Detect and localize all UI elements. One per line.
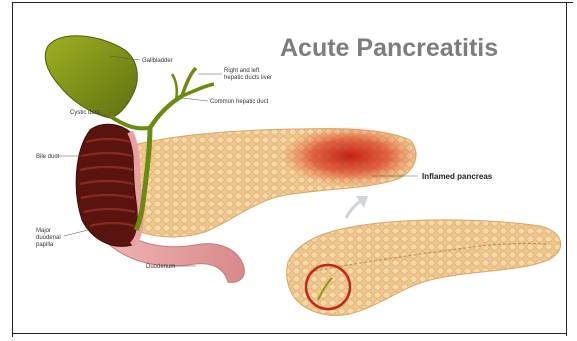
gallbladder	[45, 36, 137, 118]
label-bile-duct: Bile duct	[36, 154, 59, 160]
common-hepatic-duct	[150, 96, 182, 128]
label-major-papilla-1: Major	[36, 228, 51, 234]
pancreas-closeup	[287, 220, 561, 315]
label-major-papilla-3: papilla	[36, 242, 54, 248]
label-major-papilla-2: duodenal	[36, 235, 61, 241]
label-cystic-duct: Cystic duct	[70, 110, 100, 116]
hepatic-duct-branch	[172, 74, 177, 100]
label-hepatic-ducts-2: hepatic ducts liver	[224, 75, 272, 81]
curved-arrow	[346, 200, 362, 218]
diagram-title: Acute Pancreatitis	[280, 34, 498, 62]
label-common-hepatic-duct: Common hepatic duct	[210, 99, 269, 105]
label-hepatic-ducts-1: Right and left	[224, 68, 260, 74]
label-gallbladder: Gallbladder	[142, 58, 173, 64]
label-inflamed-pancreas: Inflamed pancreas	[422, 172, 493, 181]
label-duodenum: Duodenum	[146, 264, 175, 270]
inflammation-area	[280, 126, 420, 186]
